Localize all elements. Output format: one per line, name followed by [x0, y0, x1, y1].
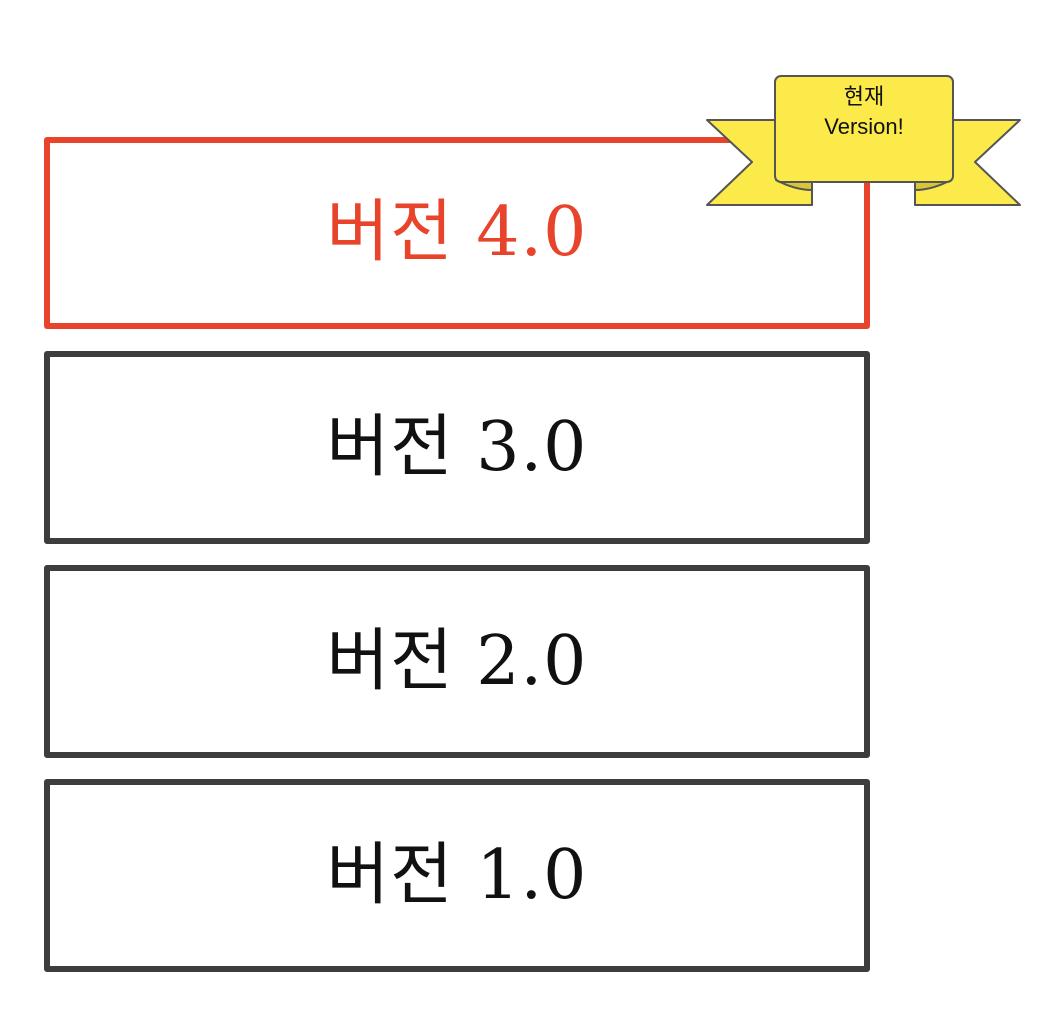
- version-label-1: 버전 1.0: [326, 835, 588, 915]
- version-label-2: 버전 2.0: [326, 621, 588, 701]
- version-box-3: 버전 3.0: [44, 351, 870, 544]
- ribbon-center: [774, 75, 954, 183]
- version-box-4: 버전 4.0: [44, 137, 870, 329]
- ribbon-badge-icon: [706, 75, 1021, 206]
- version-box-2: 버전 2.0: [44, 565, 870, 758]
- version-label-4: 버전 4.0: [326, 193, 588, 272]
- badge-line-2: Version!: [824, 114, 904, 139]
- version-box-1: 버전 1.0: [44, 779, 870, 972]
- current-version-badge: 현재 Version!: [775, 82, 953, 142]
- version-label-3: 버전 3.0: [326, 407, 588, 487]
- badge-line-1: 현재: [843, 84, 885, 109]
